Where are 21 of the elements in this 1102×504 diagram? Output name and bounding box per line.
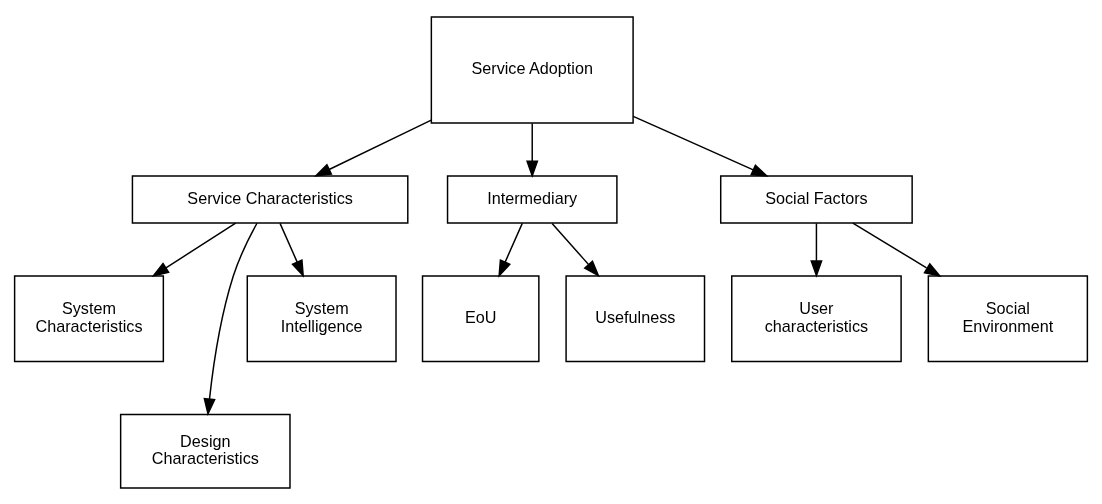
arrow	[810, 222, 823, 278]
node-box: Usefulness	[565, 274, 706, 362]
node-box: Service Adoption	[430, 15, 634, 124]
node-box: Design Characteristics	[119, 413, 291, 489]
arrow	[203, 222, 258, 416]
node-box: System Intelligence	[246, 274, 397, 362]
node-box: Service Characteristics	[131, 174, 409, 224]
node-box: Social Environment	[927, 274, 1089, 362]
node-box: Intermediary	[446, 174, 618, 224]
node-box: Social Factors	[719, 174, 913, 224]
arrow	[498, 222, 524, 278]
arrow	[632, 115, 769, 177]
node-box: System Characteristics	[13, 274, 165, 362]
node-box: User characteristics	[731, 274, 902, 362]
arrow	[313, 118, 432, 177]
arrow	[852, 221, 942, 277]
arrow	[551, 222, 600, 277]
arrow	[526, 122, 539, 178]
node-box: EoU	[421, 274, 540, 362]
arrow	[279, 222, 305, 278]
arrow	[151, 221, 237, 277]
